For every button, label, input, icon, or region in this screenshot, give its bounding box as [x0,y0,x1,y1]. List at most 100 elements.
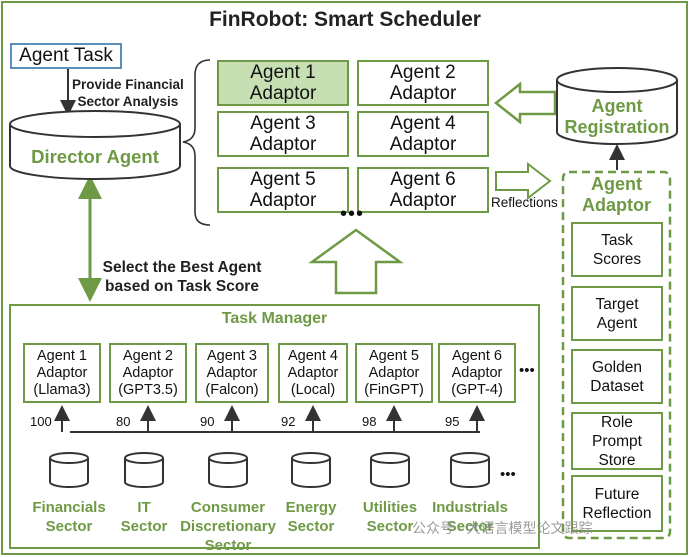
agent-adaptor-title: Agent Adaptor [563,174,670,216]
panel-item-line: Task [601,231,633,249]
tm-agent-line: Agent 4 [288,347,338,364]
agent-task-label: Agent Task [19,45,113,66]
sector-cylinder [49,452,89,488]
sector-cylinder [291,452,331,488]
sector-label-line: Sector [204,537,252,554]
tm-agent-score: 95 [445,414,460,429]
reflections-label: Reflections [491,195,558,210]
sector-label-line: Consumer [190,499,266,516]
provide-label: Provide Financial Sector Analysis [72,76,184,110]
director-cylinder [9,110,181,180]
director-agent-label: Director Agent [31,146,159,167]
registration-line: Agent [591,96,643,116]
adaptor-grid-line: Adaptor [249,190,317,211]
provide-label-line: Provide Financial [72,77,184,92]
sector-label-line: Sector [45,518,93,535]
select-label-line: based on Task Score [105,278,259,295]
tm-agent-line: Adaptor [368,364,420,381]
agent-adaptor-panel-frame [561,170,672,540]
panel-item-line: Store [598,451,636,469]
panel-title-line: Adaptor [582,195,651,215]
sector-label-line: Discretionary [180,518,276,535]
adaptor-grid-line: Agent 4 [390,113,456,134]
tm-agent-line: (Falcon) [205,381,259,398]
tm-agent-line: (Local) [290,381,336,398]
adaptor-grid-line: Agent 3 [250,113,316,134]
adaptor-grid-line: Agent 5 [250,169,316,190]
sector-cylinder [208,452,248,488]
sector-label-line: IT [137,499,151,516]
tm-agent-line: (FinGPT) [364,381,424,398]
registration-line: Registration [564,117,670,137]
tm-agent-score: 100 [30,414,52,429]
panel-item-line: Role [601,413,633,431]
grid-brace [182,59,211,226]
provide-label-line: Sector Analysis [77,94,179,109]
task-manager-title: Task Manager [221,310,328,327]
adaptor-grid-line: Agent 1 [250,62,316,83]
adaptor-grid-line: Agent 2 [390,62,456,83]
panel-item-line: Prompt [592,432,642,450]
panel-item-line: Reflection [582,504,652,522]
adaptor-grid-line: Agent 6 [390,169,456,190]
adaptor-grid-line: Adaptor [389,83,457,104]
panel-item-line: Dataset [590,377,644,395]
sector-label-line: Utilities [362,499,418,516]
tm-agent-score: 90 [200,414,215,429]
tm-agent-line: Agent 5 [369,347,419,364]
tm-agent-line: Adaptor [287,364,339,381]
task-manager-frame [9,304,540,549]
sector-label-line: Industrials [432,499,508,516]
tm-agent-line: Agent 3 [207,347,257,364]
tm-agent-line: (Llama3) [33,381,91,398]
agent-task-box: Agent Task [10,43,122,69]
panel-item-line: Future [594,485,640,503]
tm-agent-score: 80 [116,414,131,429]
tm-agent-score: 98 [362,414,377,429]
panel-item-line: Golden [592,358,642,376]
tm-agent-line: (GPT3.5) [118,381,178,398]
tm-agent-line: Adaptor [451,364,503,381]
panel-item-line: Target [595,295,639,313]
tm-agent-line: (GPT-4) [451,381,503,398]
panel-title-line: Agent [591,174,642,194]
tm-agent-score: 92 [281,414,296,429]
sector-cylinder [124,452,164,488]
select-label: Select the Best Agent based on Task Scor… [92,258,272,296]
sector-label-line: Energy [285,499,337,516]
registration-cylinder [556,67,678,145]
tm-agent-line: Adaptor [122,364,174,381]
tm-agent-more-dots: ••• [519,362,535,379]
adaptor-grid-line: Adaptor [249,134,317,155]
sector-label-line: Financials [32,499,106,516]
tm-agent-line: Adaptor [206,364,258,381]
panel-item-line: Scores [592,250,642,268]
reflections-arrow [495,161,552,201]
agent-registration-label: Agent Registration [557,96,677,138]
sector-label-line: Sector [446,518,494,535]
sector-cylinder [450,452,490,488]
sector-label-line: Sector [366,518,414,535]
sector-label-line: Sector [287,518,335,535]
